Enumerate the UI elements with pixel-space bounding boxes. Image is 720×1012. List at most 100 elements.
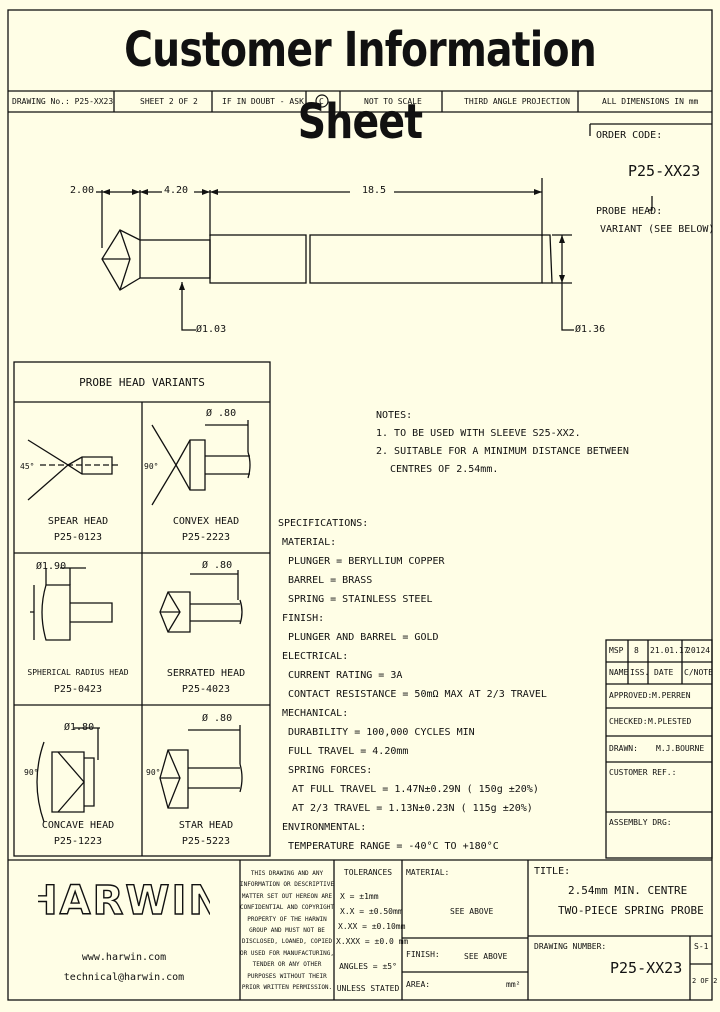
doubt-label: IF IN DOUBT - ASK: [222, 97, 304, 106]
tolerances-heading: TOLERANCES: [343, 868, 393, 877]
approved-name: M.PERREN: [652, 691, 691, 700]
sheet-size: S-1: [694, 942, 709, 951]
material-value: SEE ABOVE: [450, 907, 494, 916]
legal-line: OR USED FOR MANUFACTURING,: [240, 949, 334, 957]
scale-label: NOT TO SCALE: [364, 97, 422, 106]
legal-line: PURPOSES WITHOUT THEIR: [247, 972, 327, 980]
customer-ref-label: CUSTOMER REF.:: [609, 768, 677, 777]
star-dia: Ø .80: [202, 713, 233, 724]
convex-head-name: CONVEX HEAD: [172, 516, 240, 527]
rev-h-iss: ISS.: [630, 668, 650, 677]
unless-stated: UNLESS STATED: [336, 984, 400, 993]
spec-environmental: ENVIRONMENTAL:: [282, 822, 367, 833]
tolerance-4: X.XXX = ±0.0 mm: [336, 937, 409, 946]
spherical-head-name: SPHERICAL RADIUS HEAD: [27, 668, 129, 677]
dimension-2-00: 2.00: [70, 185, 95, 196]
spear-angle: 45°: [20, 462, 35, 471]
spec-resistance: CONTACT RESISTANCE = 50mΩ MAX AT 2/3 TRA…: [288, 689, 547, 700]
concave-head-code: P25-1223: [53, 836, 103, 847]
drawing-number-label: DRAWING No.: P25-XX23: [12, 97, 114, 106]
dimension-4-20: 4.20: [164, 185, 189, 196]
order-code-note-1: PROBE HEAD:: [596, 206, 663, 217]
legal-line: PROPERTY OF THE HARWIN: [247, 915, 327, 923]
spec-finish-1: PLUNGER AND BARREL = GOLD: [288, 632, 439, 643]
spec-force-23: AT 2/3 TRAVEL = 1.13N±0.23N ( 115g ±20%): [292, 803, 533, 814]
spec-mechanical: MECHANICAL:: [282, 708, 349, 719]
harwin-logo-text: HARWIN: [38, 878, 210, 922]
order-code: P25-XX23: [628, 162, 701, 180]
tolerance-3: X.XX = ±0.10mm: [338, 922, 406, 931]
legal-line: PRIOR WRITTEN PERMISSION.: [241, 984, 333, 992]
drawn-name: M.J.BOURNE: [656, 744, 705, 753]
checked-name: M.PLESTED: [648, 717, 692, 726]
tolerance-1: X = ±1mm: [340, 892, 379, 901]
specs-heading: SPECIFICATIONS:: [278, 518, 369, 529]
concave-angle: 90°: [24, 768, 39, 777]
legal-notice: THIS DRAWING AND ANY INFORMATION OR DESCR…: [240, 868, 334, 993]
convex-angle: 90°: [144, 462, 159, 471]
legal-line: INFORMATION OR DESCRIPTIVE: [240, 881, 334, 889]
drawing-number-value: P25-XX23: [610, 959, 683, 977]
finish-label: FINISH:: [406, 950, 440, 959]
sheet-number: 2 OF 2: [692, 977, 718, 985]
harwin-logo: HARWIN: [38, 878, 210, 922]
material-label: MATERIAL:: [406, 868, 450, 877]
star-head-name: STAR HEAD: [178, 820, 234, 831]
serrated-head-name: SERRATED HEAD: [166, 668, 246, 679]
rev-name: MSP: [609, 646, 624, 655]
spec-finish: FINISH:: [282, 613, 325, 624]
notes-heading: NOTES:: [376, 410, 413, 421]
title-line-2: TWO-PIECE SPRING PROBE: [558, 904, 704, 917]
rev-date: 21.01.17: [650, 646, 689, 655]
units-label: ALL DIMENSIONS IN mm: [602, 97, 699, 106]
sheet-label: SHEET 2 OF 2: [140, 97, 198, 106]
spec-barrel: BARREL = BRASS: [288, 575, 373, 586]
sheet-title: Customer Information Sheet: [124, 22, 597, 150]
spherical-dia: Ø1.90: [36, 561, 67, 572]
star-angle: 90°: [146, 768, 161, 777]
email-address[interactable]: technical@harwin.com: [63, 972, 185, 983]
concave-head-name: CONCAVE HEAD: [41, 820, 115, 831]
legal-line: THIS DRAWING AND ANY: [250, 870, 324, 877]
concave-dia: Ø1.80: [64, 722, 95, 733]
rev-h-name: NAME: [609, 668, 629, 677]
area-unit: mm²: [506, 980, 521, 989]
note-2a: 2. SUITABLE FOR A MINIMUM DISTANCE BETWE…: [376, 446, 629, 457]
note-2b: CENTRES OF 2.54mm.: [390, 464, 499, 475]
drawn-label: DRAWN:: [609, 744, 638, 753]
checked-label: CHECKED:: [609, 717, 648, 726]
order-code-label: ORDER CODE:: [596, 130, 663, 141]
web-address[interactable]: www.harwin.com: [81, 952, 167, 963]
spherical-head-code: P25-0423: [53, 684, 103, 695]
tolerance-2: X.X = ±0.50mm: [340, 907, 403, 916]
spear-head-name: SPEAR HEAD: [47, 516, 109, 527]
star-head-code: P25-5223: [181, 836, 231, 847]
order-code-note-2: VARIANT (SEE BELOW): [600, 224, 715, 235]
serrated-head-code: P25-4023: [181, 684, 231, 695]
convex-head-code: P25-2223: [181, 532, 231, 543]
spec-material: MATERIAL:: [282, 537, 337, 548]
assembly-label: ASSEMBLY DRG:: [609, 818, 672, 827]
rev-cn: 20124: [686, 646, 711, 655]
variants-heading: PROBE HEAD VARIANTS: [79, 376, 205, 389]
legal-line: DISCLOSED, LOANED, COPIED: [241, 938, 333, 946]
legal-line: TENDER OR ANY OTHER: [252, 961, 322, 969]
spec-temperature: TEMPERATURE RANGE = -40°C TO +180°C: [288, 841, 499, 852]
rev-iss: 8: [634, 646, 639, 655]
projection-label: THIRD ANGLE PROJECTION: [464, 97, 570, 106]
diameter-1-03: Ø1.03: [196, 324, 227, 335]
serrated-dia: Ø .80: [202, 560, 233, 571]
title-line-1: 2.54mm MIN. CENTRE: [568, 884, 688, 897]
note-1: 1. TO BE USED WITH SLEEVE S25-XX2.: [376, 428, 581, 439]
spear-head-code: P25-0123: [53, 532, 103, 543]
spec-current: CURRENT RATING = 3A: [288, 670, 403, 681]
dimension-18-5: 18.5: [362, 185, 387, 196]
approved-label: APPROVED:: [609, 691, 653, 700]
spec-forces: SPRING FORCES:: [288, 765, 373, 776]
legal-line: MATTER SET OUT HEREON ARE: [241, 892, 333, 900]
finish-value: SEE ABOVE: [464, 952, 508, 961]
spec-force-full: AT FULL TRAVEL = 1.47N±0.29N ( 150g ±20%…: [292, 784, 539, 795]
spec-electrical: ELECTRICAL:: [282, 651, 349, 662]
